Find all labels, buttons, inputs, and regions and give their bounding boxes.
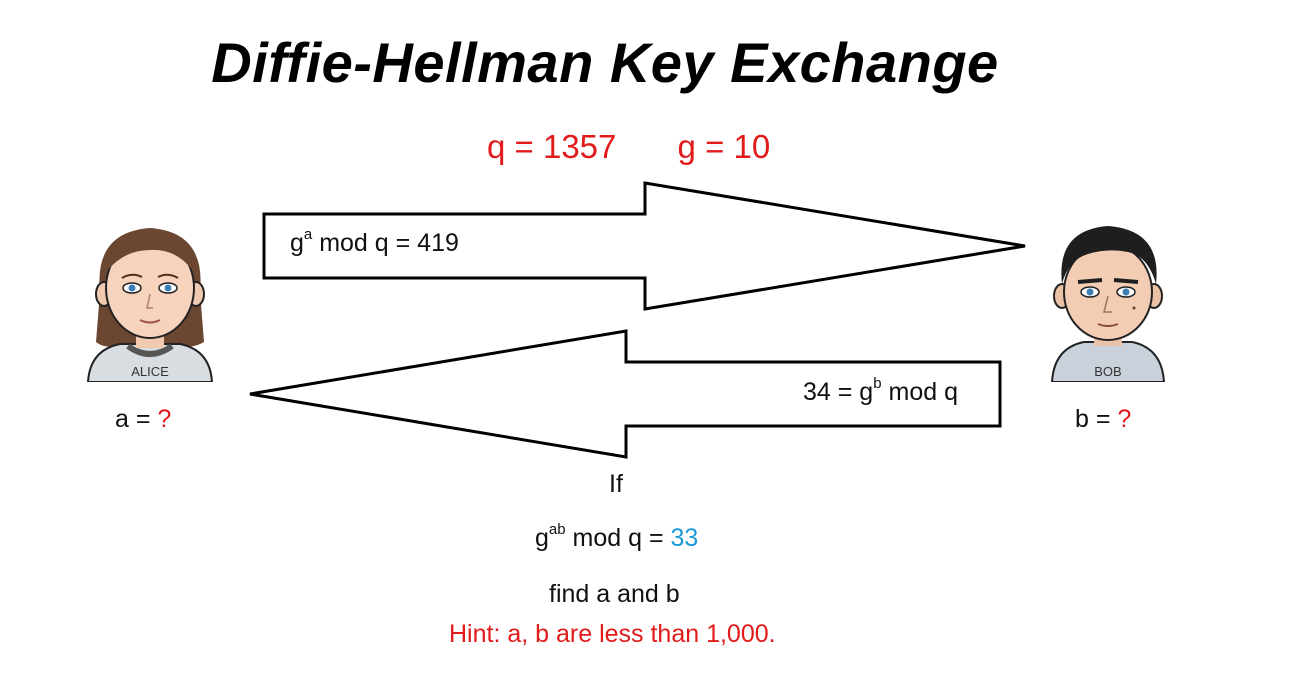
page-title: Diffie-Hellman Key Exchange bbox=[211, 31, 999, 94]
alice-avatar: ALICE bbox=[86, 228, 214, 382]
shared-base: g bbox=[535, 524, 549, 552]
bob-badge: BOB bbox=[1094, 364, 1121, 379]
arrow-bob-to-alice bbox=[249, 329, 1002, 459]
msg-a-exponent: a bbox=[303, 226, 313, 243]
msg-b-rest: mod q bbox=[881, 378, 958, 406]
bob-secret-value: ? bbox=[1117, 405, 1132, 433]
condition-if: If bbox=[609, 470, 623, 498]
alice-secret: a = ? bbox=[115, 405, 171, 434]
msg-b-exponent: b bbox=[873, 375, 882, 392]
param-q: q = 1357 bbox=[487, 128, 617, 165]
msg-a-base: g bbox=[290, 229, 304, 257]
bob-secret-label: b = bbox=[1075, 405, 1118, 433]
alice-secret-value: ? bbox=[157, 405, 172, 433]
alice-badge: ALICE bbox=[131, 364, 169, 379]
shared-rest: mod q = bbox=[565, 524, 671, 552]
shared-exponent: ab bbox=[548, 521, 566, 538]
shared-value: 33 bbox=[670, 524, 699, 552]
shared-key-equation: gab mod q = 33 bbox=[535, 521, 699, 553]
msg-b-lead: 34 = g bbox=[803, 378, 874, 406]
arrow-alice-to-bob bbox=[262, 181, 1026, 311]
public-parameters: q = 1357 g = 10 bbox=[487, 128, 770, 166]
message-to-bob: ga mod q = 419 bbox=[290, 226, 459, 258]
msg-a-rest: mod q = 419 bbox=[312, 229, 459, 257]
hint-text: Hint: a, b are less than 1,000. bbox=[449, 620, 776, 648]
alice-secret-label: a = bbox=[115, 405, 158, 433]
param-g: g = 10 bbox=[677, 128, 771, 165]
message-to-alice: 34 = gb mod q bbox=[803, 375, 958, 407]
bob-secret: b = ? bbox=[1075, 405, 1131, 434]
bob-avatar: BOB bbox=[1050, 226, 1166, 382]
task-text: find a and b bbox=[549, 580, 680, 608]
